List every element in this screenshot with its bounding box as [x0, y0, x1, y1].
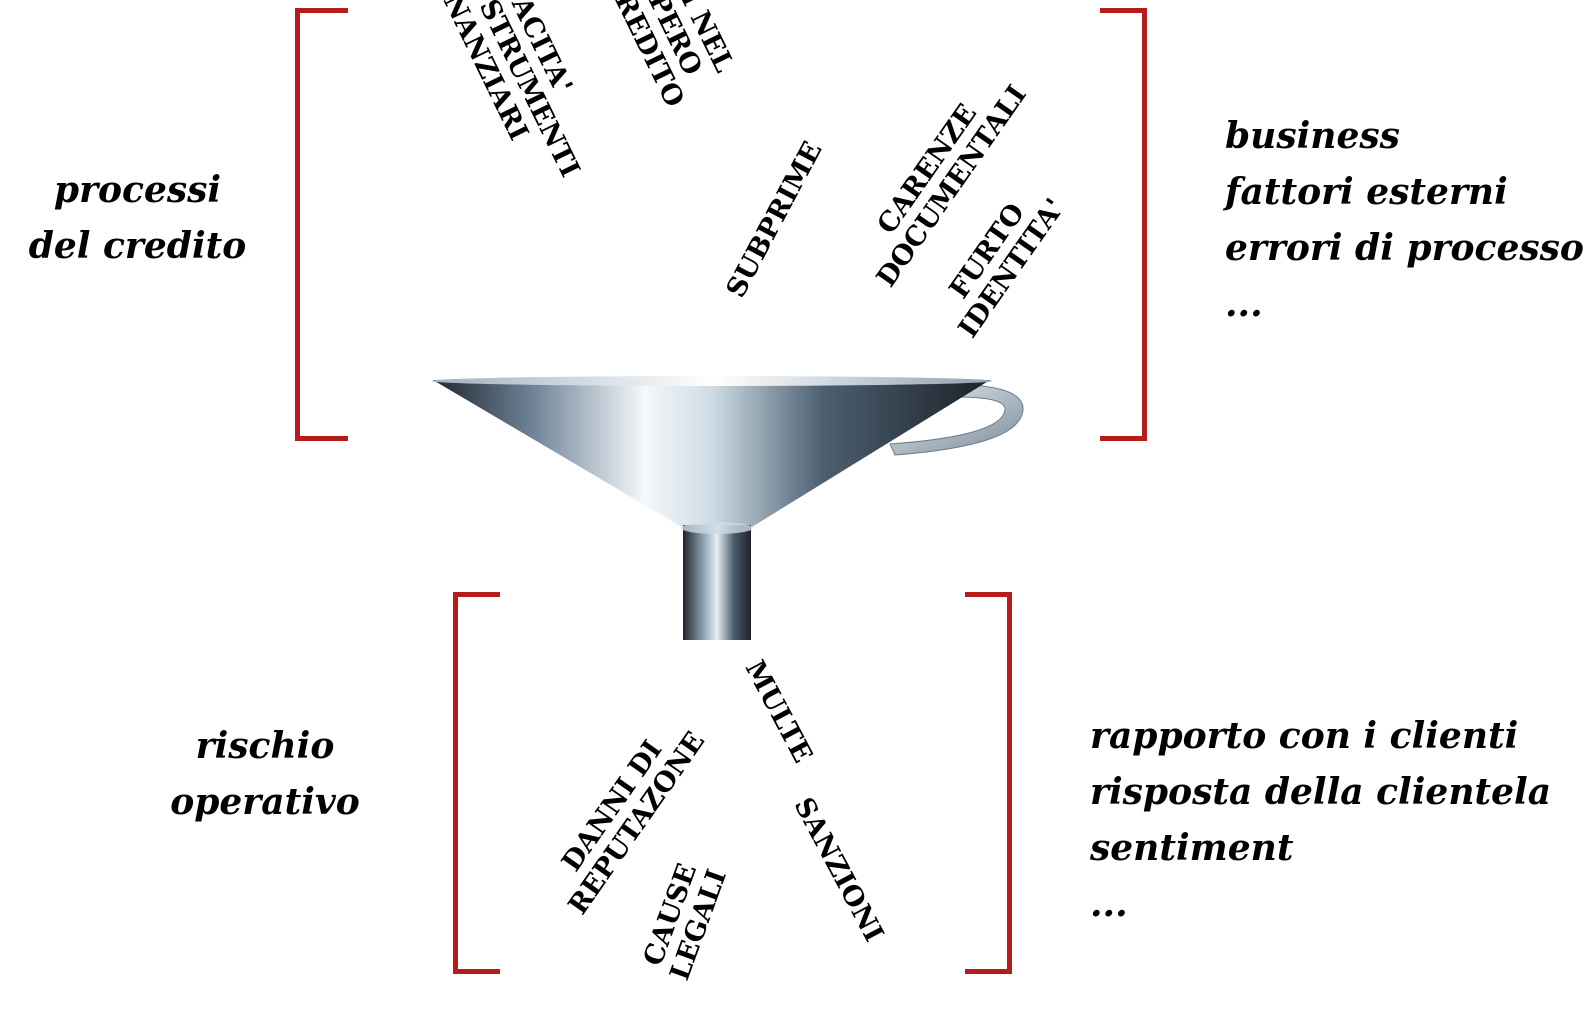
- tag-opacita: OPACITA' DEGLI STRUMENTI FINANZIARI: [398, 0, 611, 195]
- top-right-list-item: fattori esterni: [1225, 171, 1508, 213]
- bottom-left-bracket: [453, 592, 500, 974]
- tag-line: MULTE: [738, 655, 819, 768]
- tag-line: SANZIONI: [787, 792, 890, 947]
- tag-line: SUBPRIME: [720, 136, 829, 303]
- bottom-right-list-item: sentiment: [1090, 827, 1294, 869]
- funnel-icon: [432, 376, 1024, 640]
- top-right-list: business fattori esterni errori di proce…: [1225, 108, 1584, 332]
- top-left-label-line: del credito: [28, 225, 247, 267]
- top-left-bracket: [295, 8, 348, 441]
- tag-multe: MULTE: [739, 656, 818, 768]
- top-left-label-line: processi: [53, 169, 222, 211]
- top-right-list-item: errori di processo: [1225, 227, 1584, 269]
- bottom-right-list-item: risposta della clientela: [1090, 771, 1552, 813]
- tag-sanzioni: SANZIONI: [787, 792, 890, 947]
- top-right-bracket: [1100, 8, 1147, 441]
- top-right-list-item: business: [1225, 115, 1400, 157]
- tag-errori: ERRORI NEL RECUPERO DEL CREDITO: [567, 0, 743, 112]
- bottom-left-label-line: operativo: [170, 781, 360, 823]
- bottom-right-list: rapporto con i clienti risposta della cl…: [1090, 708, 1551, 932]
- bottom-left-label: rischio operativo: [150, 718, 380, 830]
- bottom-right-list-item: ...: [1090, 883, 1128, 925]
- bottom-right-bracket: [965, 592, 1012, 974]
- top-right-list-item: ...: [1225, 283, 1263, 325]
- bottom-left-label-line: rischio: [195, 725, 335, 767]
- tag-subprime: SUBPRIME: [720, 136, 829, 303]
- tag-cause: CAUSE LEGALI: [637, 856, 733, 985]
- bottom-right-list-item: rapporto con i clienti: [1090, 715, 1519, 757]
- top-left-label: processi del credito: [20, 162, 255, 274]
